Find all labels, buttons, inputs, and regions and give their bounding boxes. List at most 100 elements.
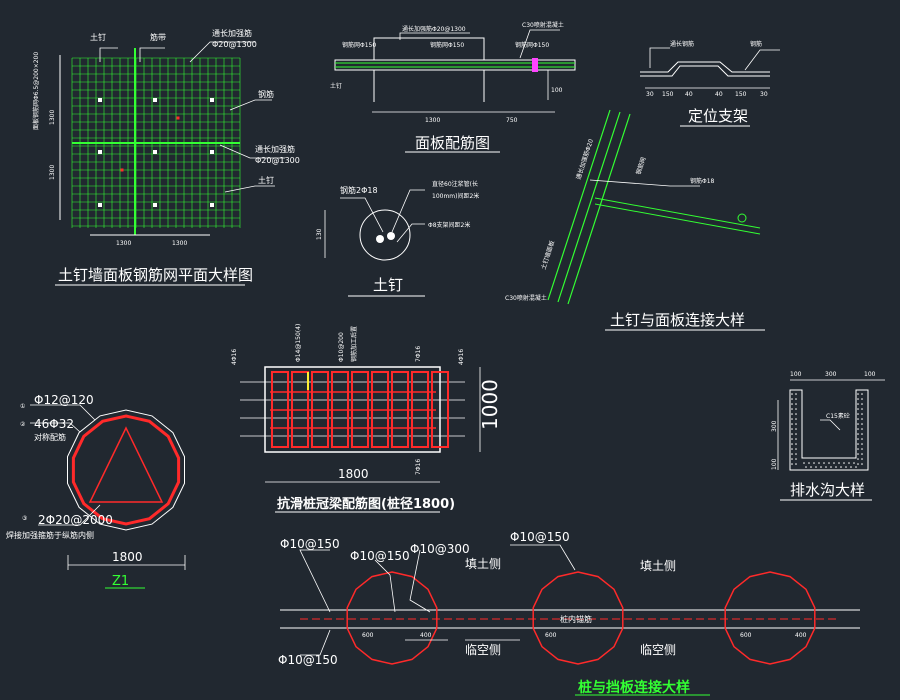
fill-dot bbox=[857, 418, 859, 420]
z1-l1: Φ12@120 bbox=[34, 393, 94, 407]
leader-line bbox=[189, 41, 255, 63]
fill-dot bbox=[861, 393, 863, 395]
dim1: 1300 bbox=[425, 117, 440, 124]
fill-dot bbox=[791, 398, 793, 400]
leader-line bbox=[820, 419, 841, 431]
nail-end bbox=[737, 213, 747, 223]
fill-dot bbox=[861, 433, 863, 435]
fill-dot bbox=[805, 466, 807, 468]
fill-dot bbox=[795, 413, 797, 415]
fill-dot bbox=[810, 466, 812, 468]
support-a: 通长钢筋 bbox=[670, 40, 694, 48]
fill-dot bbox=[795, 448, 797, 450]
fill-dot bbox=[823, 462, 825, 464]
fill-dot bbox=[813, 462, 815, 464]
fill-dot bbox=[791, 438, 793, 440]
fill-dot bbox=[795, 453, 797, 455]
fill-dot bbox=[795, 458, 797, 460]
conn-e: C30喷射混凝土 bbox=[505, 294, 547, 302]
fill-dot bbox=[838, 462, 840, 464]
fill-dot bbox=[791, 413, 793, 415]
soil-nail-title: 土钉 bbox=[373, 276, 403, 294]
pipe-label: 直径60注浆管(长 bbox=[432, 180, 478, 188]
leader-line bbox=[219, 144, 285, 159]
long-bar-spec: Φ20@1300 bbox=[212, 40, 257, 49]
fill-side-2: 填土侧 bbox=[640, 559, 676, 573]
fill-dot bbox=[853, 462, 855, 464]
stiffener-triangle bbox=[88, 426, 164, 503]
fill-dot bbox=[825, 466, 827, 468]
fill-dot bbox=[857, 448, 859, 450]
nail-point bbox=[153, 150, 157, 154]
beam-right: 4Φ16 bbox=[458, 349, 465, 365]
d4: 40 bbox=[715, 91, 723, 98]
fill-dot bbox=[795, 463, 797, 465]
rebar-dot bbox=[387, 232, 395, 240]
red-marker bbox=[120, 168, 124, 172]
ditch-fill bbox=[791, 393, 863, 468]
leader-line bbox=[510, 544, 576, 571]
fill-dot bbox=[795, 428, 797, 430]
d600a: 600 bbox=[362, 632, 374, 639]
fill-dot bbox=[791, 408, 793, 410]
empty-side-1: 临空侧 bbox=[465, 643, 501, 657]
leader-line bbox=[374, 559, 396, 613]
fill-dot bbox=[795, 393, 797, 395]
beam-bottom: 7Φ16 bbox=[415, 459, 422, 475]
lag-c: Φ10@300 bbox=[410, 542, 470, 556]
fill-dot bbox=[818, 462, 820, 464]
fill-dot bbox=[820, 466, 822, 468]
z1-l4: 2Φ20@2000 bbox=[38, 513, 113, 527]
c30-label: C30喷射混凝土 bbox=[522, 21, 564, 29]
rebar-dot bbox=[376, 235, 384, 243]
leader-line bbox=[409, 549, 431, 613]
nail-panel-connection: 土钉墙面板 钢筋Φ18 通长加强筋Φ20 钢筋网 C30喷射混凝土 土钉与面板连… bbox=[505, 109, 765, 331]
z1-dim: 1800 bbox=[112, 550, 143, 564]
fill-dot bbox=[791, 443, 793, 445]
pile-outline bbox=[67, 409, 185, 531]
d400b: 400 bbox=[795, 632, 807, 639]
z1-l3: 对称配筋 bbox=[34, 432, 66, 442]
fill-dot bbox=[808, 462, 810, 464]
pile-lagging-connection: Φ10@150 Φ10@150 Φ10@300 Φ10@150 填土侧 填土侧 … bbox=[278, 530, 860, 696]
fill-dot bbox=[861, 438, 863, 440]
support-b: 钢筋 bbox=[750, 40, 762, 48]
fill-dot bbox=[861, 463, 863, 465]
fill-dot bbox=[861, 408, 863, 410]
conn-d: 钢筋网 bbox=[634, 156, 647, 176]
bar-label: 筋带 bbox=[150, 32, 166, 42]
nail-point bbox=[153, 98, 157, 102]
conn-b: 钢筋Φ18 bbox=[690, 177, 715, 185]
support-bar bbox=[640, 65, 770, 77]
fill-dot bbox=[791, 418, 793, 420]
lag-a: Φ10@150 bbox=[280, 537, 340, 551]
dim-h2: 1300 bbox=[172, 240, 187, 247]
fill-dot bbox=[795, 403, 797, 405]
support-bar bbox=[640, 61, 770, 73]
conn-a: 土钉墙面板 bbox=[539, 240, 556, 271]
nail-line bbox=[594, 203, 761, 235]
crown-beam-reinforcement: Φ14@150(4) Φ10@200 钢筋加工后置 7Φ16 4Φ16 4Φ16… bbox=[231, 324, 502, 513]
fill-dot bbox=[857, 433, 859, 435]
nail2-label: 土钉 bbox=[258, 175, 274, 185]
leader-line bbox=[519, 29, 560, 59]
d2: 150 bbox=[662, 91, 674, 98]
ditch-v1: 300 bbox=[771, 420, 778, 432]
c30-marker bbox=[532, 58, 538, 72]
beam-height: 1000 bbox=[478, 379, 502, 430]
fill-dot bbox=[857, 398, 859, 400]
leader-line bbox=[589, 179, 700, 187]
right-label: 钢筋网Φ150 bbox=[515, 41, 549, 49]
vertical-note: 面板钢筋网Φ6.5@200×200 bbox=[32, 52, 40, 130]
beam-top1: Φ14@150(4) bbox=[295, 324, 302, 362]
nail-point bbox=[153, 203, 157, 207]
fill-side-1: 填土侧 bbox=[465, 557, 501, 571]
nail-point bbox=[210, 98, 214, 102]
leader-line bbox=[30, 422, 81, 433]
fill-dot bbox=[861, 458, 863, 460]
nail-point bbox=[210, 203, 214, 207]
lag-b: Φ10@150 bbox=[350, 549, 410, 563]
z1-n2: ② bbox=[20, 421, 26, 428]
ditch-d2: 300 bbox=[825, 371, 837, 378]
dim-h1: 1300 bbox=[116, 240, 131, 247]
